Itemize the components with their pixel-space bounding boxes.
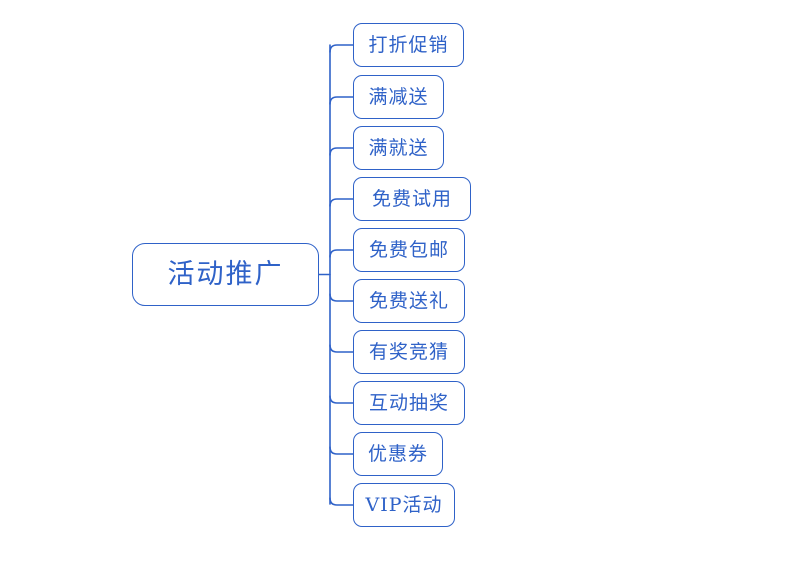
- child-node-label: 免费送礼: [368, 289, 449, 312]
- child-node-label: 满就送: [368, 136, 429, 159]
- child-node-label: 免费试用: [371, 187, 452, 210]
- child-node-label: 互动抽奖: [368, 391, 449, 414]
- child-node-label: 满减送: [368, 85, 429, 108]
- root-node-label: 活动推广: [167, 259, 284, 290]
- child-node[interactable]: 打折促销: [353, 23, 464, 67]
- branch-connector: [329, 446, 354, 455]
- child-node[interactable]: 有奖竞猜: [353, 330, 465, 374]
- child-node[interactable]: VIP活动: [353, 483, 455, 527]
- child-node[interactable]: 满就送: [353, 126, 444, 170]
- child-node[interactable]: 免费包邮: [353, 228, 465, 272]
- child-node[interactable]: 互动抽奖: [353, 381, 465, 425]
- branch-connector: [329, 293, 354, 302]
- child-node[interactable]: 满减送: [353, 75, 444, 119]
- branch-connector: [329, 497, 354, 506]
- branch-connector: [329, 147, 354, 156]
- branch-connector: [329, 44, 354, 53]
- branch-connector: [329, 198, 354, 207]
- root-node[interactable]: 活动推广: [132, 243, 319, 306]
- child-node-label: 有奖竞猜: [368, 340, 449, 363]
- child-node-label: 优惠券: [367, 442, 428, 465]
- child-node-label: 免费包邮: [368, 238, 449, 261]
- child-node[interactable]: 优惠券: [353, 432, 443, 476]
- child-node-label: VIP活动: [365, 493, 443, 516]
- branch-connector: [329, 395, 354, 404]
- branch-connector: [329, 96, 354, 105]
- branch-connector: [329, 344, 354, 353]
- branch-connector: [329, 249, 354, 258]
- child-node[interactable]: 免费试用: [353, 177, 471, 221]
- child-node[interactable]: 免费送礼: [353, 279, 465, 323]
- child-node-label: 打折促销: [368, 33, 449, 56]
